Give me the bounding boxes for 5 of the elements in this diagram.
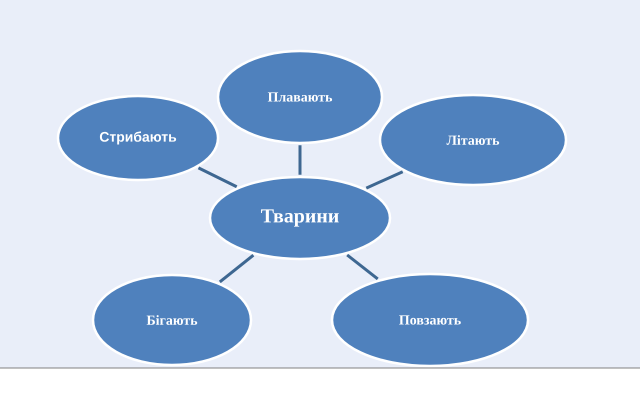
connector-line: [218, 254, 254, 284]
connector-line: [198, 166, 238, 188]
connector-line: [366, 170, 404, 190]
connector-line: [346, 254, 379, 280]
connector-line: [298, 145, 302, 175]
